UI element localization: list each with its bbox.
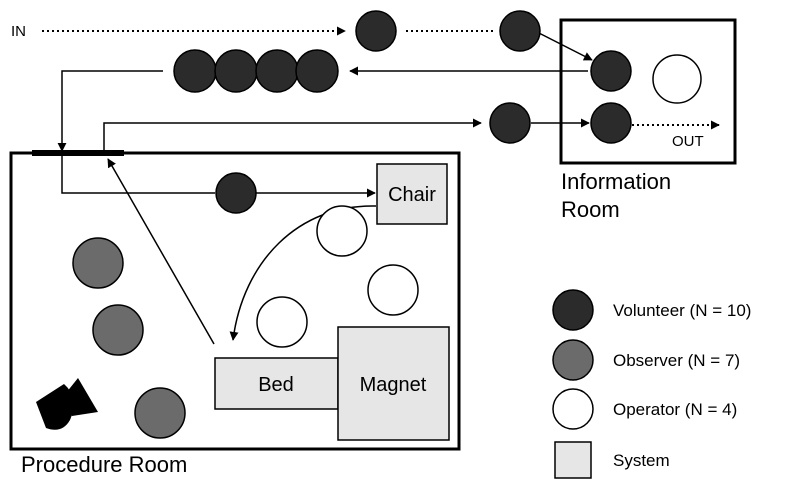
procedure-room-label: Procedure Room <box>21 452 187 477</box>
legend-volunteer-label: Volunteer (N = 10) <box>613 301 751 320</box>
volunteer-dot <box>489 102 531 144</box>
volunteer-dot <box>173 49 217 93</box>
flow-door-to-chair <box>61 156 215 194</box>
legend-observer-swatch <box>552 339 594 381</box>
volunteer-dot <box>590 50 632 92</box>
observer-dot <box>92 304 144 356</box>
information-room-box <box>559 18 737 165</box>
volunteer-dot <box>590 102 632 144</box>
observer-dot <box>134 387 186 439</box>
volunteer-dot <box>355 10 397 52</box>
volunteer-dot <box>295 49 339 93</box>
bed-label: Bed <box>258 374 294 396</box>
volunteer-dot <box>499 10 541 52</box>
operator-dot <box>652 54 702 104</box>
operator-dot <box>256 296 308 348</box>
operator-dot <box>316 205 368 257</box>
flow-down-to-door <box>57 70 163 152</box>
magnet-box <box>337 326 450 441</box>
legend-operator-label: Operator (N = 4) <box>613 400 737 419</box>
bed-box <box>214 357 339 410</box>
legend-operator-swatch <box>552 388 594 430</box>
chair-label: Chair <box>388 184 436 206</box>
legend-system-label: System <box>613 451 670 470</box>
information-room-label-line1: Information <box>561 169 671 194</box>
legend: Volunteer (N = 10) Observer (N = 7) Oper… <box>552 289 751 479</box>
legend-system-swatch <box>554 441 592 479</box>
out-label: OUT <box>672 133 704 150</box>
in-label: IN <box>11 23 26 40</box>
volunteer-dot <box>214 49 258 93</box>
flow-exit-to-info <box>103 118 482 153</box>
camera-icon <box>36 378 98 430</box>
chair-box <box>376 163 448 225</box>
observer-dot <box>72 237 124 289</box>
flow-bed-to-door <box>107 158 215 345</box>
legend-volunteer-swatch <box>552 289 594 331</box>
information-room-label-line2: Room <box>561 197 620 222</box>
legend-observer-label: Observer (N = 7) <box>613 351 740 370</box>
volunteer-dot <box>215 172 257 214</box>
volunteer-dot <box>255 49 299 93</box>
magnet-label: Magnet <box>360 374 427 396</box>
operator-dot <box>367 264 419 316</box>
flow-to-info <box>534 30 593 61</box>
procedure-room-box <box>9 151 461 451</box>
